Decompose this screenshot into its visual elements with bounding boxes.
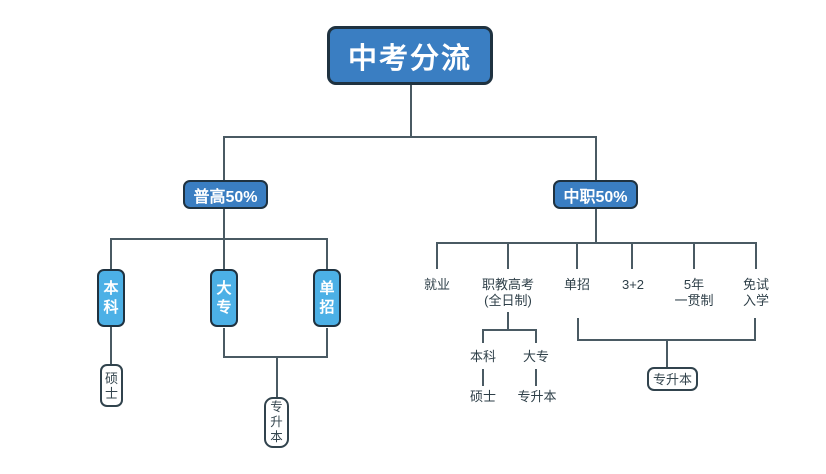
connector-line [577, 318, 579, 341]
label-zhijiao-shuoshi[interactable]: 硕士 [469, 389, 497, 404]
node-putong-danzhao[interactable]: 单招 [313, 269, 341, 327]
connector-line [507, 312, 509, 331]
connector-line [482, 369, 484, 386]
connector-line [507, 242, 509, 269]
connector-line [223, 356, 328, 358]
label-3plus2[interactable]: 3+2 [621, 277, 645, 292]
connector-line [436, 242, 438, 269]
label-mianshi-ruxue[interactable]: 免试 入学 [742, 277, 770, 308]
connector-line [482, 329, 536, 331]
node-putong-50[interactable]: 普高50% [183, 180, 268, 209]
connector-line [110, 238, 328, 240]
connector-line [436, 242, 757, 244]
label-zhijiao-gaokao[interactable]: 职教高考 (全日制) [481, 277, 535, 308]
connector-line [223, 136, 597, 138]
connector-line [754, 318, 756, 341]
label-zhijiao-zhuanshengben[interactable]: 专升本 [517, 389, 557, 404]
connector-line [631, 242, 633, 269]
node-root[interactable]: 中考分流 [327, 26, 493, 85]
node-putong-shuoshi[interactable]: 硕士 [100, 364, 123, 407]
label-jiuye[interactable]: 就业 [423, 277, 451, 292]
connector-line [223, 208, 225, 240]
connector-line [755, 242, 757, 269]
connector-line [110, 327, 112, 365]
connector-line [326, 238, 328, 270]
connector-line [223, 328, 225, 358]
connector-line [595, 208, 597, 244]
connector-line [223, 238, 225, 270]
connector-line [666, 339, 668, 367]
label-zhijiao-benke[interactable]: 本科 [469, 349, 497, 364]
node-zhongzhi-zhuanshengben[interactable]: 专升本 [647, 367, 698, 391]
connector-line [535, 369, 537, 386]
connector-line [326, 328, 328, 358]
label-danzhao[interactable]: 单招 [563, 277, 591, 292]
connector-line [693, 242, 695, 269]
connector-line [595, 136, 597, 181]
connector-line [110, 238, 112, 270]
node-putong-benke[interactable]: 本科 [97, 269, 125, 327]
connector-line [482, 329, 484, 343]
node-putong-zhuanshengben[interactable]: 专升本 [264, 397, 289, 448]
connector-line [276, 356, 278, 397]
node-putong-dazhuan[interactable]: 大专 [210, 269, 238, 327]
connector-line [576, 242, 578, 269]
label-wunian-yiguanzhi[interactable]: 5年 一贯制 [674, 277, 714, 308]
connector-line [410, 85, 412, 137]
connector-line [535, 329, 537, 343]
node-zhongzhi-50[interactable]: 中职50% [553, 180, 638, 209]
label-zhijiao-dazhuan[interactable]: 大专 [522, 349, 550, 364]
connector-line [223, 136, 225, 181]
